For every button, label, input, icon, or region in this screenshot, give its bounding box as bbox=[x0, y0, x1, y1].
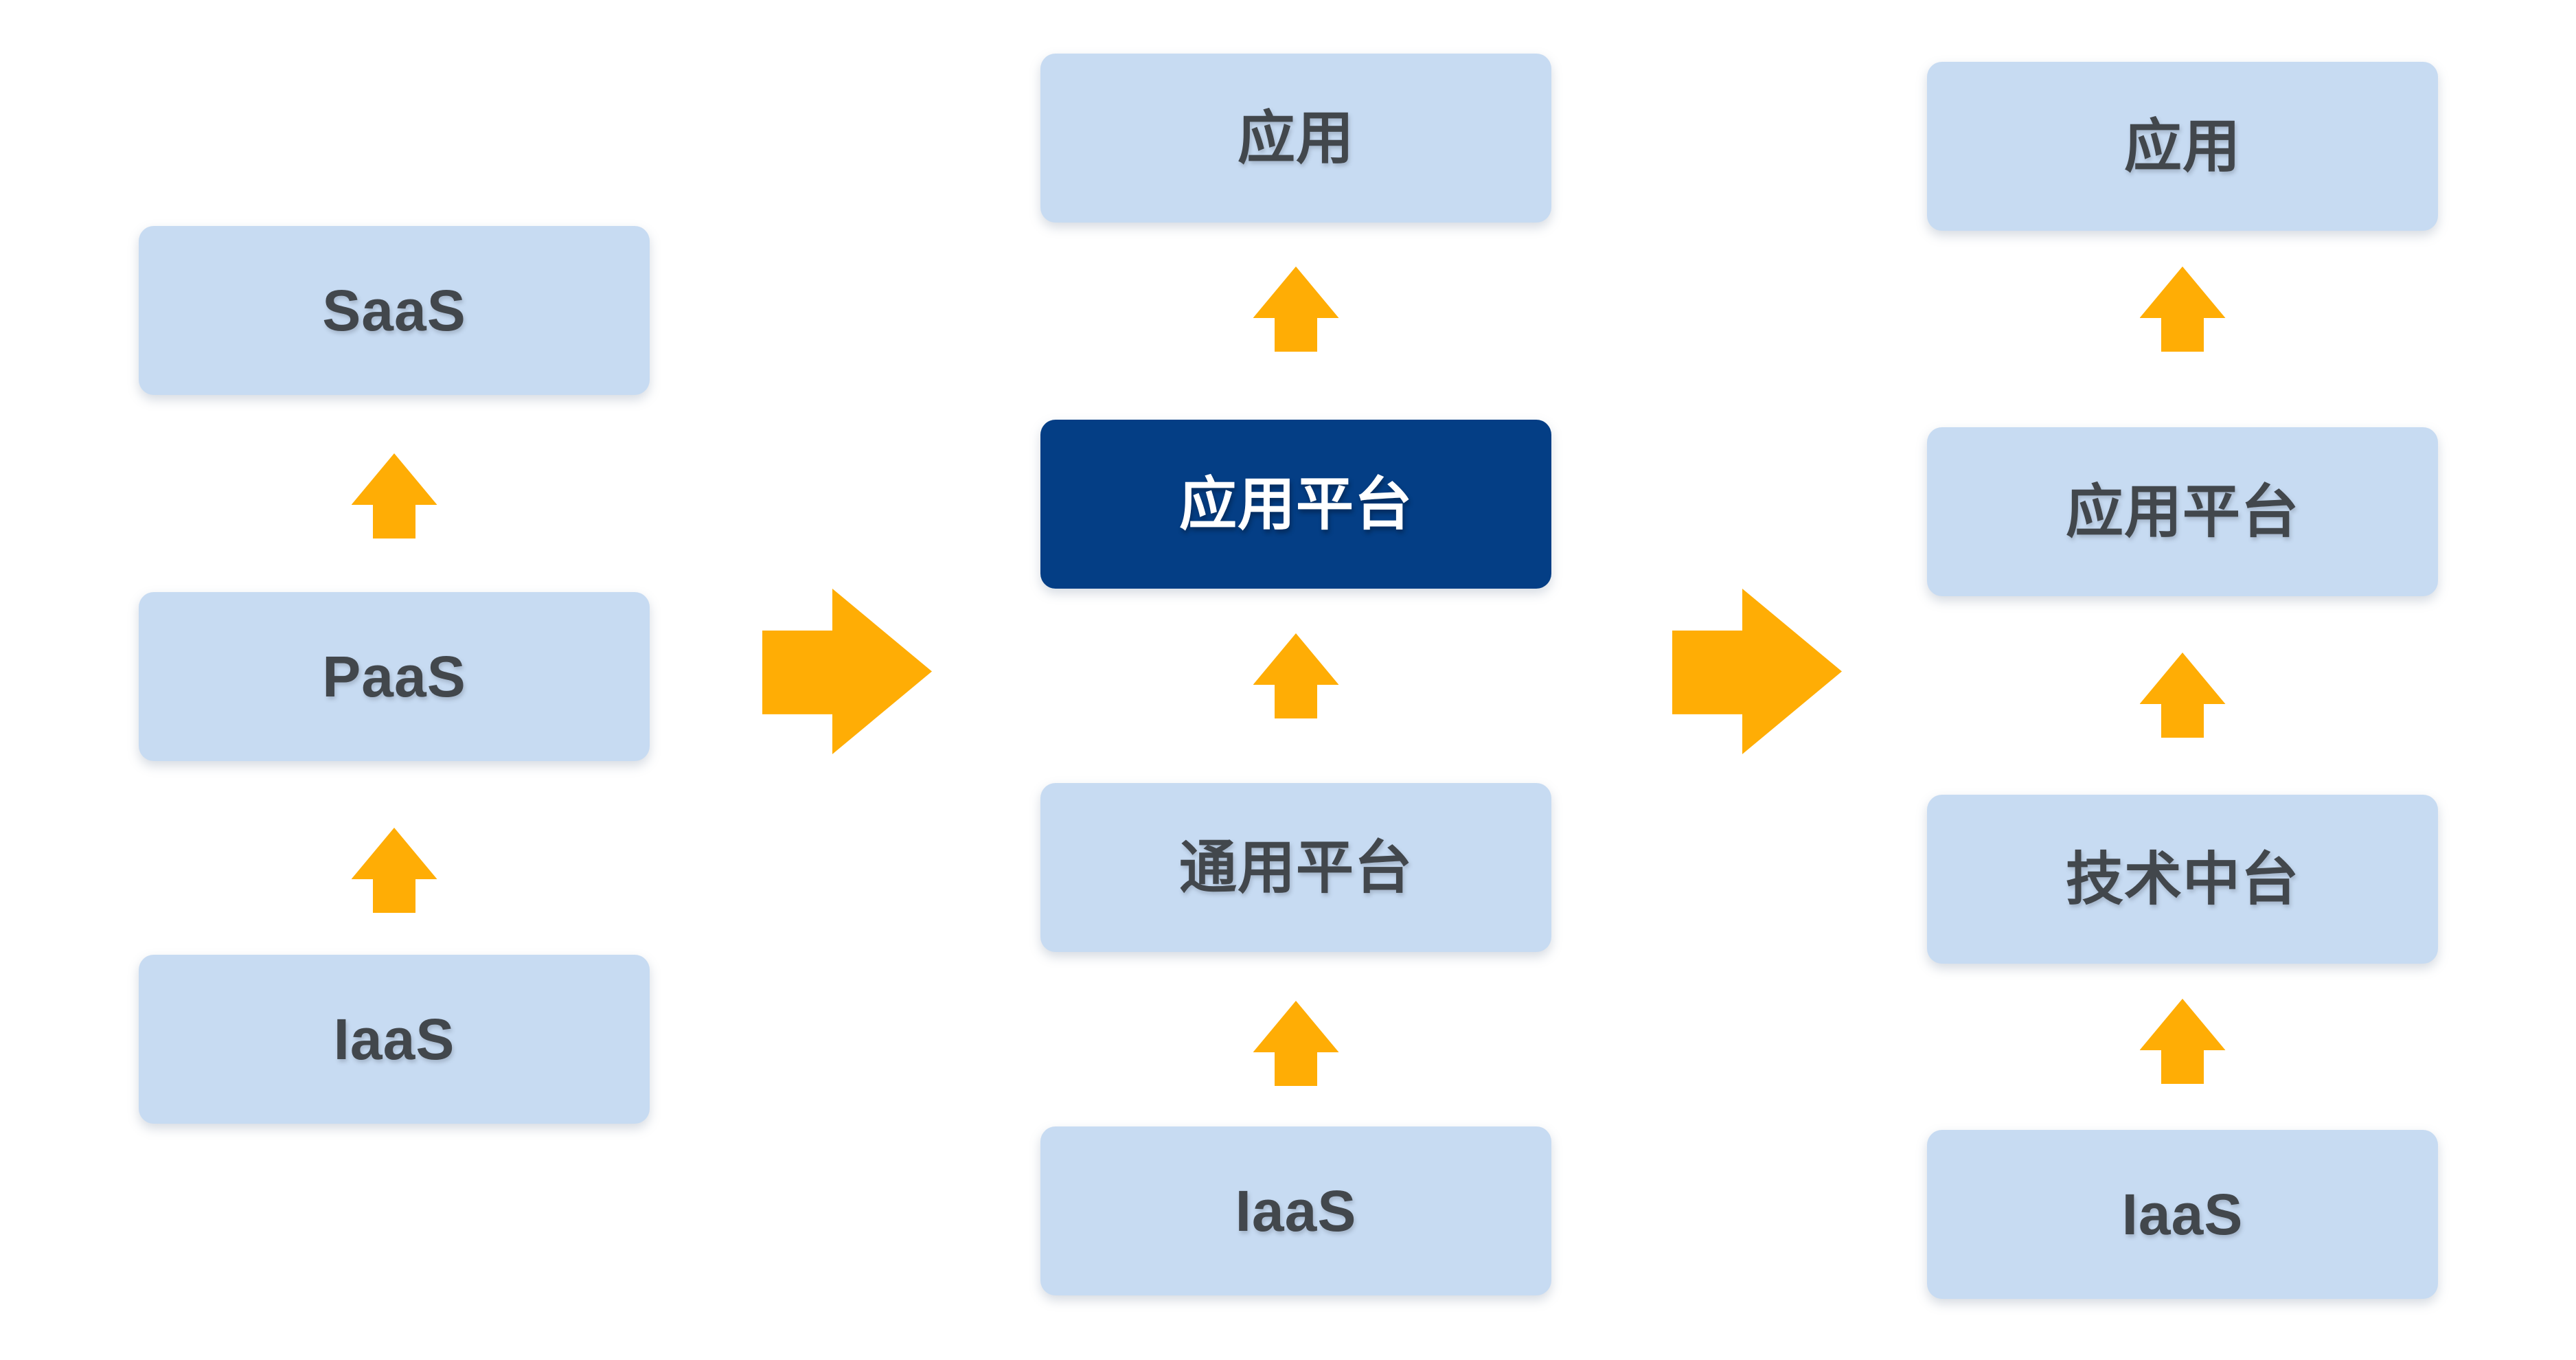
stack-box-stage-1-level-2: PaaS bbox=[139, 592, 650, 761]
up-arrow-icon bbox=[1253, 1001, 1339, 1086]
stack-box-label: 通用平台 bbox=[1178, 835, 1413, 900]
up-arrow-icon bbox=[1253, 267, 1339, 352]
stack-box-label: 应用 bbox=[1237, 106, 1354, 170]
up-arrow-icon bbox=[2139, 267, 2226, 352]
stack-box-stage-2-level-1: 应用 bbox=[1040, 54, 1551, 223]
stack-box-label: 应用平台 bbox=[2065, 479, 2299, 544]
stack-box-stage-3-level-3: 技术中台 bbox=[1927, 795, 2438, 964]
stack-box-label: 应用 bbox=[2123, 114, 2241, 179]
stack-box-label: 技术中台 bbox=[2065, 847, 2299, 911]
up-arrow-icon bbox=[2139, 999, 2226, 1084]
stack-box-stage-1-level-1: SaaS bbox=[139, 226, 650, 395]
stack-box-stage-3-level-1: 应用 bbox=[1927, 62, 2438, 231]
up-arrow-icon bbox=[351, 828, 437, 913]
stack-box-label: 应用平台 bbox=[1178, 472, 1413, 536]
stack-box-label: PaaS bbox=[322, 644, 466, 709]
stack-box-label: SaaS bbox=[322, 278, 466, 343]
up-arrow-icon bbox=[351, 453, 437, 539]
stack-box-stage-2-level-3: 通用平台 bbox=[1040, 783, 1551, 952]
stack-box-stage-1-level-3: IaaS bbox=[139, 955, 650, 1124]
stack-box-label: IaaS bbox=[2121, 1182, 2244, 1247]
stack-box-stage-3-level-2: 应用平台 bbox=[1927, 427, 2438, 596]
up-arrow-icon bbox=[1253, 633, 1339, 718]
right-arrow-icon bbox=[762, 589, 932, 754]
stack-box-label: IaaS bbox=[333, 1007, 455, 1072]
up-arrow-icon bbox=[2139, 653, 2226, 738]
stack-box-stage-3-level-4: IaaS bbox=[1927, 1130, 2438, 1299]
stack-box-stage-2-level-2: 应用平台 bbox=[1040, 420, 1551, 589]
right-arrow-icon bbox=[1672, 589, 1842, 754]
stack-box-stage-2-level-4: IaaS bbox=[1040, 1126, 1551, 1295]
stack-box-label: IaaS bbox=[1235, 1179, 1357, 1243]
